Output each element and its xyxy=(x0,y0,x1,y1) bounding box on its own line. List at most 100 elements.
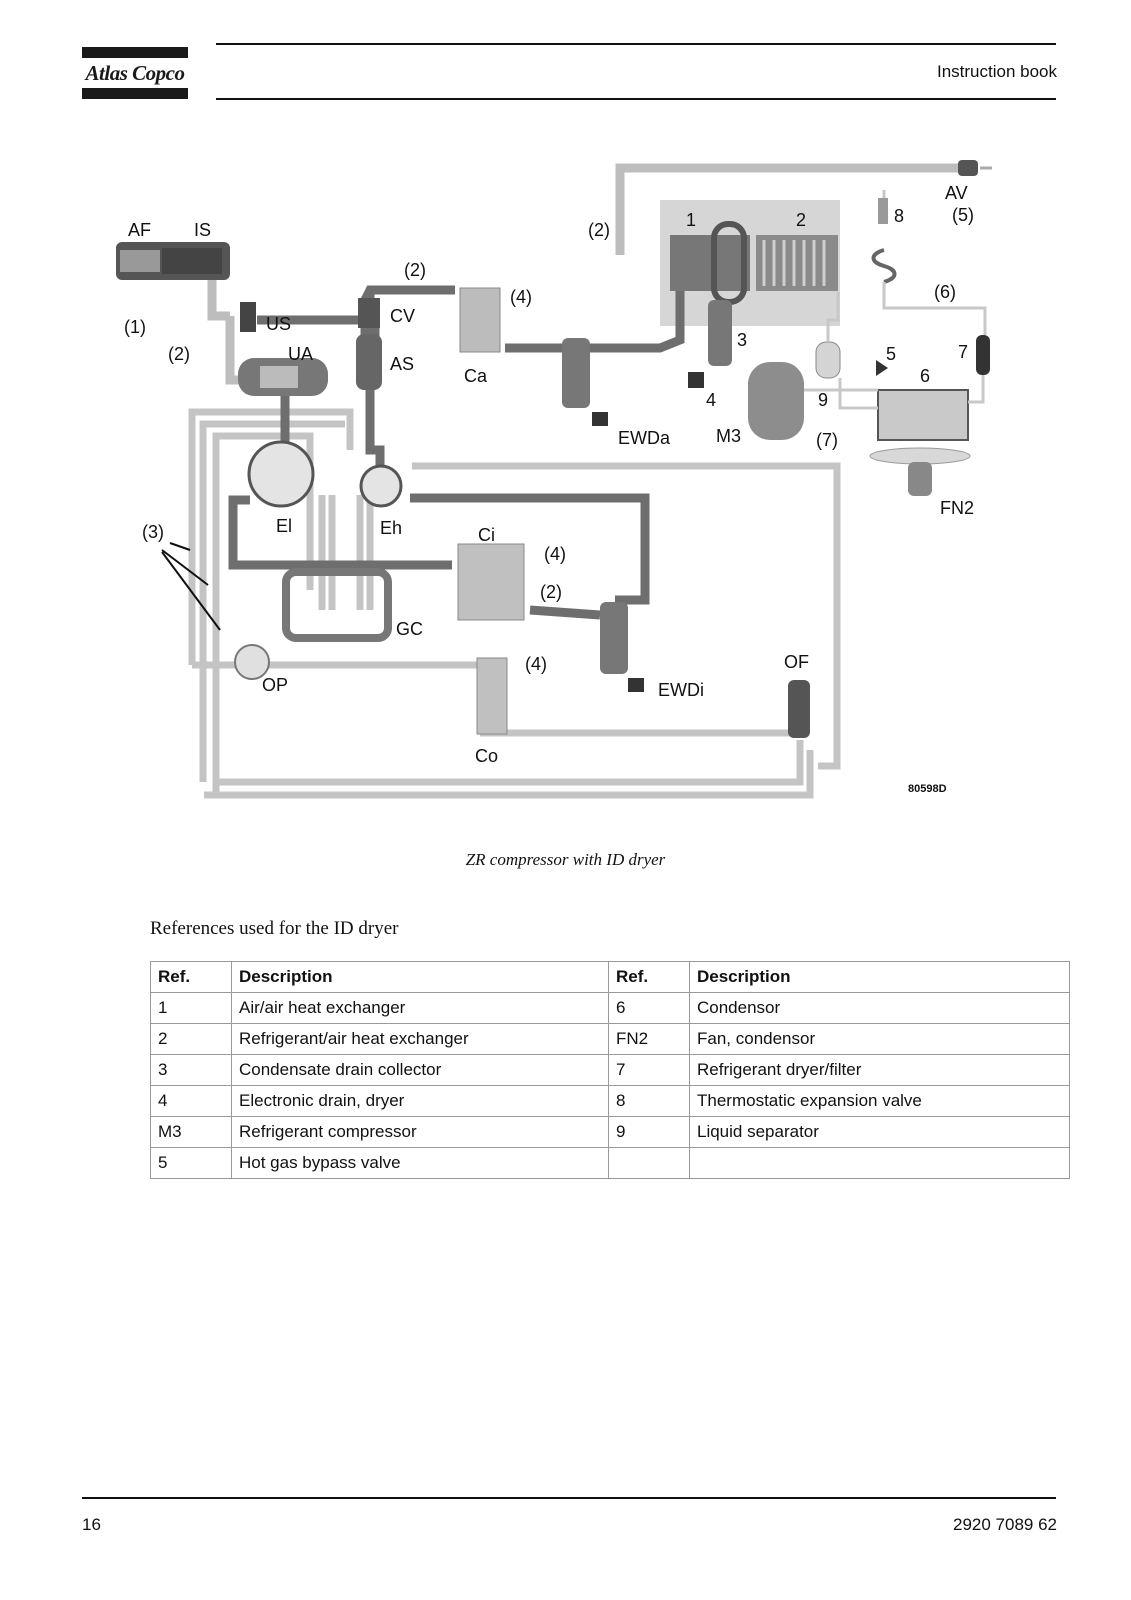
table-cell: Condensor xyxy=(689,992,1070,1024)
label-p4b: (4) xyxy=(544,544,566,564)
table-cell: 7 xyxy=(608,1054,690,1086)
oil-circuit xyxy=(188,408,841,799)
table-header-row: Ref. Description Ref. Description xyxy=(150,961,1070,993)
table-row: 5 Hot gas bypass valve xyxy=(150,1147,1070,1179)
low-pressure-element xyxy=(247,440,315,508)
label-p2b: (2) xyxy=(404,260,426,280)
hot-gas-bypass-valve xyxy=(876,360,888,376)
label-IS: IS xyxy=(194,220,211,240)
label-AF: AF xyxy=(128,220,151,240)
table-cell xyxy=(689,1147,1070,1179)
label-3: 3 xyxy=(737,330,747,350)
label-Ca: Ca xyxy=(464,366,488,386)
table-cell: 3 xyxy=(150,1054,232,1086)
table-row: 2 Refrigerant/air heat exchanger FN2 Fan… xyxy=(150,1023,1070,1055)
table-row: 3 Condensate drain collector 7 Refrigera… xyxy=(150,1054,1070,1086)
air-filter xyxy=(116,242,230,280)
label-CV: CV xyxy=(390,306,415,326)
table-cell: 5 xyxy=(150,1147,232,1179)
header-rule-top xyxy=(216,43,1056,45)
condensate-drain-collector xyxy=(708,300,732,366)
label-p4a: (4) xyxy=(510,287,532,307)
label-2: 2 xyxy=(796,210,806,230)
electronic-drain-dryer xyxy=(688,372,704,388)
table-cell: 4 xyxy=(150,1085,232,1117)
check-valve xyxy=(358,298,380,328)
table-cell: 2 xyxy=(150,1023,232,1055)
gear-casing xyxy=(282,568,392,642)
label-1: 1 xyxy=(686,210,696,230)
label-p2a: (2) xyxy=(168,344,190,364)
table-cell: Refrigerant compressor xyxy=(231,1116,609,1148)
label-p1: (1) xyxy=(124,317,146,337)
label-p7: (7) xyxy=(816,430,838,450)
liquid-separator xyxy=(815,341,841,379)
label-p2d: (2) xyxy=(540,582,562,602)
page-number: 16 xyxy=(82,1515,101,1534)
ewdi-drain xyxy=(628,678,644,692)
table-cell: Thermostatic expansion valve xyxy=(689,1085,1070,1117)
label-p3: (3) xyxy=(142,522,164,542)
label-p4c: (4) xyxy=(525,654,547,674)
high-pressure-element xyxy=(359,464,403,508)
label-9: 9 xyxy=(818,390,828,410)
table-row: M3 Refrigerant compressor 9 Liquid separ… xyxy=(150,1116,1070,1148)
refrigerant-dryer-filter xyxy=(976,335,990,375)
table-cell: Liquid separator xyxy=(689,1116,1070,1148)
table-cell: M3 xyxy=(150,1116,232,1148)
label-4: 4 xyxy=(706,390,716,410)
intercooler xyxy=(457,543,525,621)
header-title: Instruction book xyxy=(936,62,1057,81)
label-EWDa: EWDa xyxy=(618,428,671,448)
capillary-coil xyxy=(871,248,897,284)
references-title: References used for the ID dryer xyxy=(150,918,399,939)
table-cell: FN2 xyxy=(608,1023,690,1055)
table-cell: 6 xyxy=(608,992,690,1024)
footer-rule xyxy=(82,1497,1056,1499)
label-GC: GC xyxy=(396,619,423,639)
label-AV: AV xyxy=(945,183,968,203)
table-cell: 1 xyxy=(150,992,232,1024)
table-cell: Fan, condensor xyxy=(689,1023,1070,1055)
logo-text: Atlas Copco xyxy=(85,61,185,85)
table-cell: Condensate drain collector xyxy=(231,1054,609,1086)
condenser xyxy=(877,389,969,441)
label-Ci: Ci xyxy=(478,525,495,545)
label-M3: M3 xyxy=(716,426,741,446)
table-header: Description xyxy=(689,961,1070,993)
refrigerant-compressor xyxy=(748,362,804,440)
table-cell: Hot gas bypass valve xyxy=(231,1147,609,1179)
label-Co: Co xyxy=(475,746,498,766)
compressor-flow-diagram: AF IS US UA CV AS Ca EWDa M3 El Eh Ci GC… xyxy=(116,160,992,799)
unloader-silencer xyxy=(240,302,256,332)
table-cell: Electronic drain, dryer xyxy=(231,1085,609,1117)
diagram-code: 80598D xyxy=(908,783,947,795)
air-outlet-valve xyxy=(958,160,992,176)
label-Eh: Eh xyxy=(380,518,402,538)
drain-trap-aftercooler xyxy=(562,338,590,408)
label-OP: OP xyxy=(262,675,288,695)
table-cell: 8 xyxy=(608,1085,690,1117)
header-rule-bottom xyxy=(216,98,1056,100)
table-cell: Air/air heat exchanger xyxy=(231,992,609,1024)
figure-caption: ZR compressor with ID dryer xyxy=(465,850,666,869)
table-cell xyxy=(608,1147,690,1179)
label-EWDi: EWDi xyxy=(658,680,704,700)
oil-filter xyxy=(788,680,810,738)
references-table: Ref. Description Ref. Description 1 Air/… xyxy=(150,961,1070,1179)
aftercooler xyxy=(459,287,501,353)
table-row: 4 Electronic drain, dryer 8 Thermostatic… xyxy=(150,1085,1070,1117)
reference-3-leaders xyxy=(161,542,221,631)
label-AS: AS xyxy=(390,354,414,374)
table-header: Ref. xyxy=(150,961,232,993)
refrigerant-lines xyxy=(804,190,987,410)
oil-pump xyxy=(234,644,270,680)
label-7: 7 xyxy=(958,342,968,362)
label-EI: El xyxy=(276,516,292,536)
document-number: 2920 7089 62 xyxy=(953,1515,1057,1534)
air-separator xyxy=(356,334,382,390)
label-OF: OF xyxy=(784,652,809,672)
label-p5: (5) xyxy=(952,205,974,225)
ewda-drain xyxy=(592,412,608,426)
atlas-copco-logo: Atlas Copco xyxy=(82,47,188,99)
